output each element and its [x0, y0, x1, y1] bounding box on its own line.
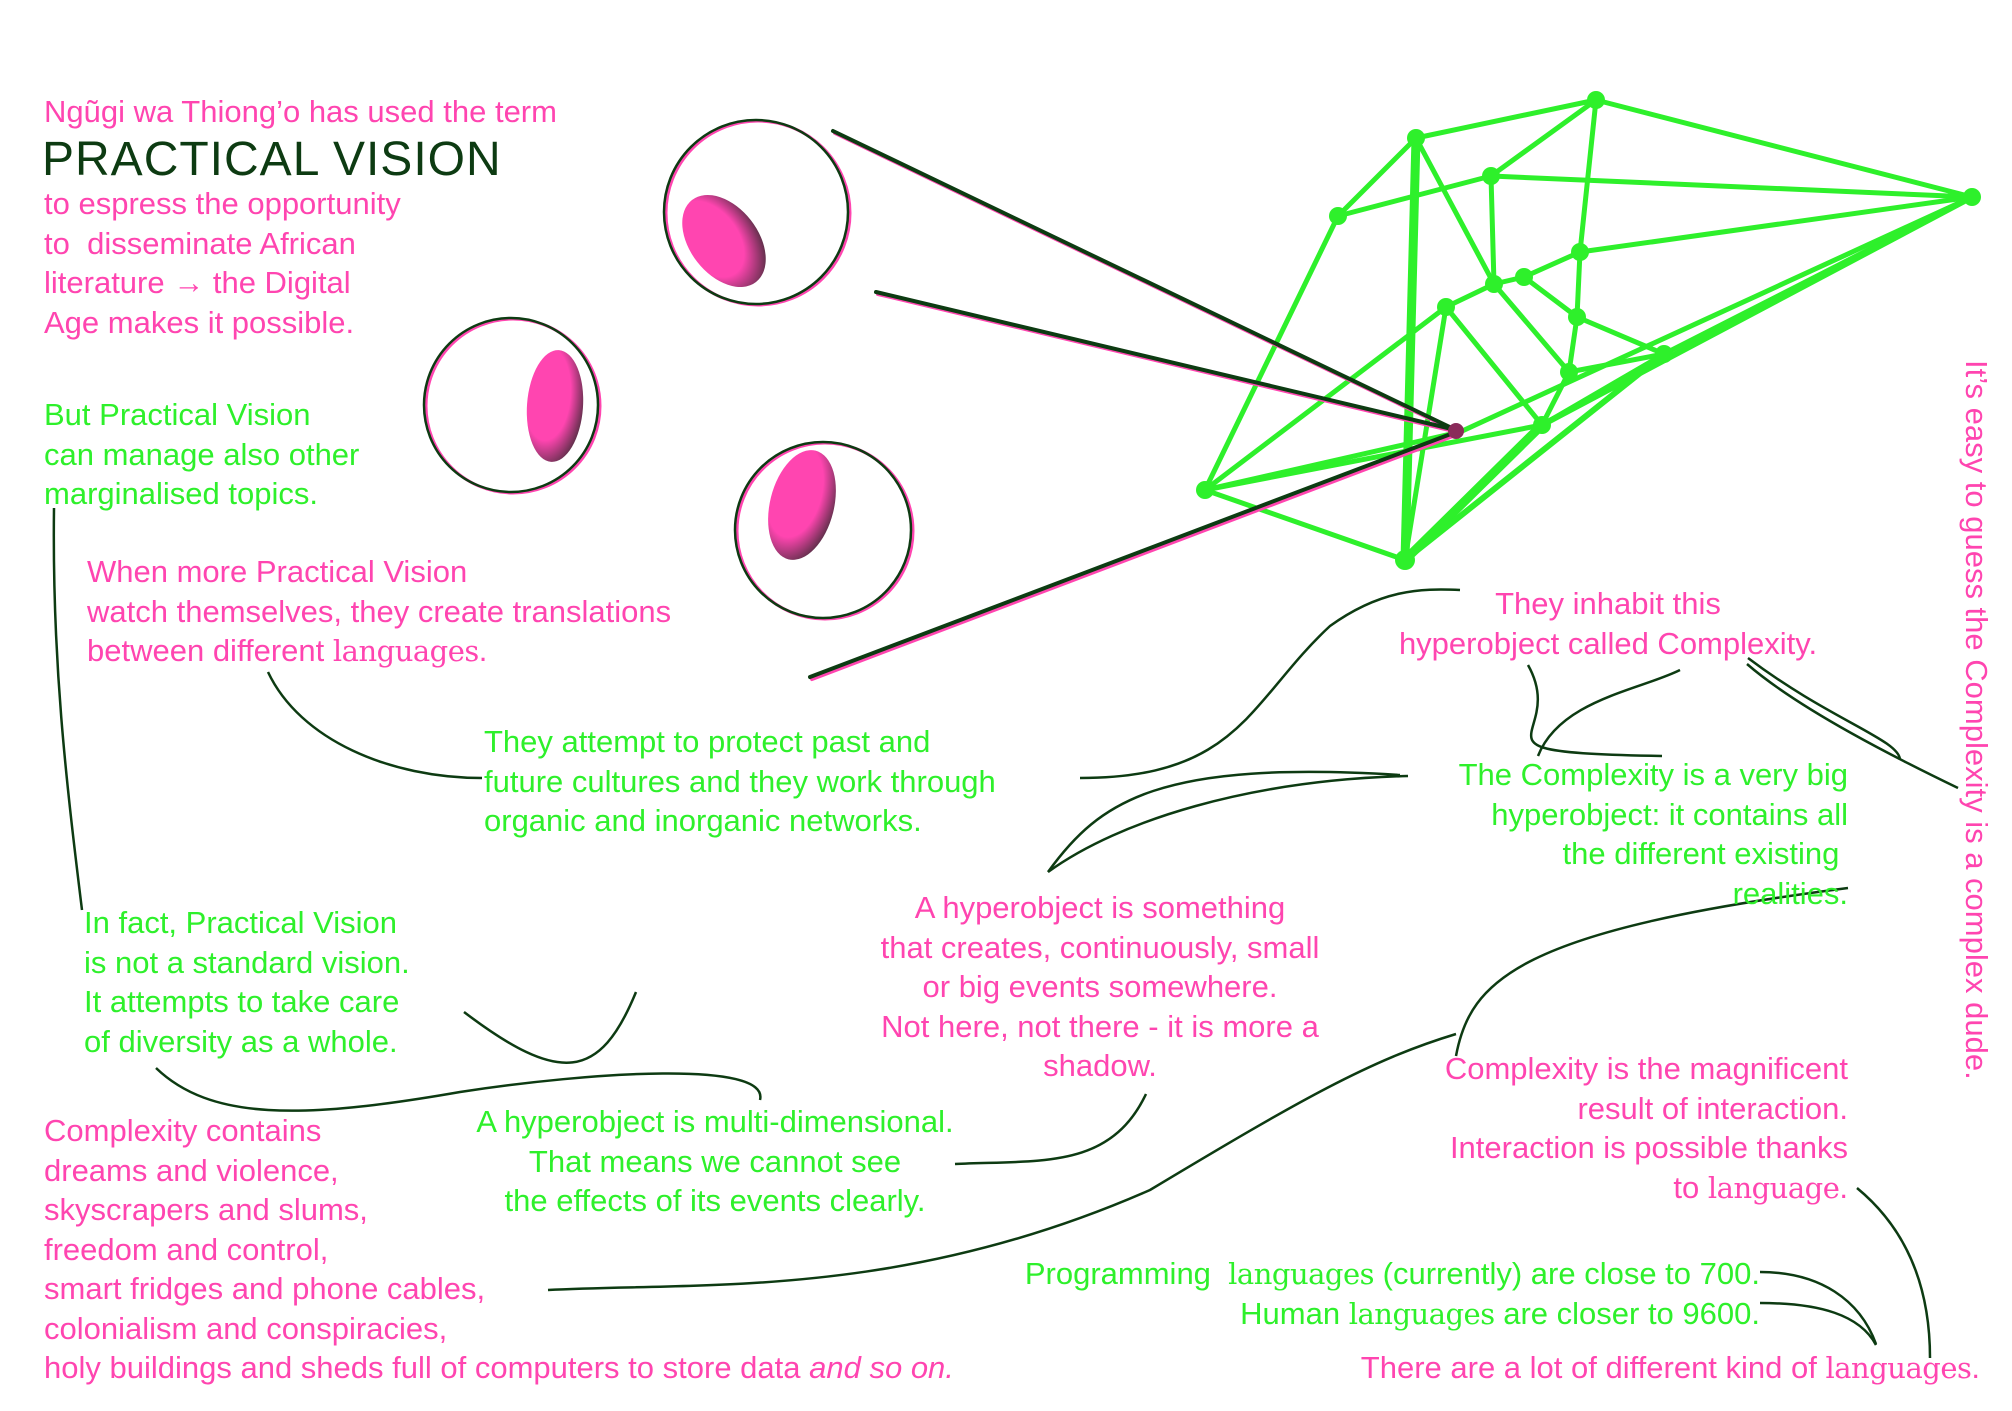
text-translations: When more Practical Vision watch themsel… — [87, 552, 671, 672]
text-very-big: The Complexity is a very big hyperobject… — [1458, 757, 1848, 911]
eye-icon-1 — [662, 118, 852, 307]
text-contains-end: and so on. — [809, 1350, 954, 1385]
text-contains-main: Complexity contains dreams and violence,… — [44, 1113, 801, 1385]
intro-heading: PRACTICAL VISION — [42, 133, 502, 186]
text-programming: Programming languages (currently) are cl… — [880, 1254, 1760, 1295]
eye-icon-3 — [733, 440, 915, 621]
vertical-caption-text: It’s easy to guess the Complexity is a c… — [1959, 360, 1994, 1080]
intro-body: to espress the opportunity to disseminat… — [44, 186, 401, 340]
text-programming-a: Programming — [1024, 1256, 1229, 1291]
text-inhabit: They inhabit this hyperobject called Com… — [1398, 586, 1818, 661]
languages-word: languages — [1348, 1297, 1495, 1331]
text-magnificent-main: Complexity is the magnificent result of … — [1444, 1051, 1848, 1205]
text-translations-main: When more Practical Vision watch themsel… — [87, 554, 672, 668]
text-kinds-a: There are a lot of different kind of — [1360, 1350, 1826, 1385]
text-kinds-b: . — [1971, 1350, 1980, 1385]
text-in-fact: In fact, Practical Vision is not a stand… — [84, 905, 410, 1059]
text-creates: A hyperobject is something that creates,… — [880, 890, 1320, 1083]
text-human: Human languages are closer to 9600. — [880, 1294, 1760, 1335]
vertical-caption: It’s easy to guess the Complexity is a c… — [1958, 360, 1998, 1180]
text-protect: They attempt to protect past and future … — [484, 724, 996, 838]
text-programming-b: (currently) are close to 700. — [1374, 1256, 1760, 1291]
text-complexity-contains: Complexity contains dreams and violence,… — [44, 1111, 954, 1388]
hyperobject-network — [1196, 91, 1981, 570]
eye-icon-2 — [422, 316, 602, 495]
vision-beams — [808, 129, 1464, 681]
text-multi-dimensional: A hyperobject is multi-dimensional. That… — [476, 1104, 954, 1218]
text-kinds: There are a lot of different kind of lan… — [1100, 1348, 1980, 1389]
languages-word: languages — [1228, 1257, 1375, 1291]
text-human-b: are closer to 9600. — [1494, 1296, 1760, 1331]
language-word: language — [1707, 1170, 1840, 1205]
text-human-a: Human — [1240, 1296, 1349, 1331]
intro-lead: Ngũgi wa Thiong’o has used the term — [44, 94, 557, 129]
languages-word: languages — [1825, 1351, 1972, 1385]
text-translations-end: . — [478, 633, 488, 668]
text-magnificent-end: . — [1839, 1169, 1848, 1205]
text-magnificent: Complexity is the magnificent result of … — [1348, 1049, 1848, 1208]
languages-word: languages — [332, 634, 479, 668]
connector-curves — [52, 507, 1959, 1359]
text-marginalised: But Practical Vision can manage also oth… — [44, 397, 360, 511]
